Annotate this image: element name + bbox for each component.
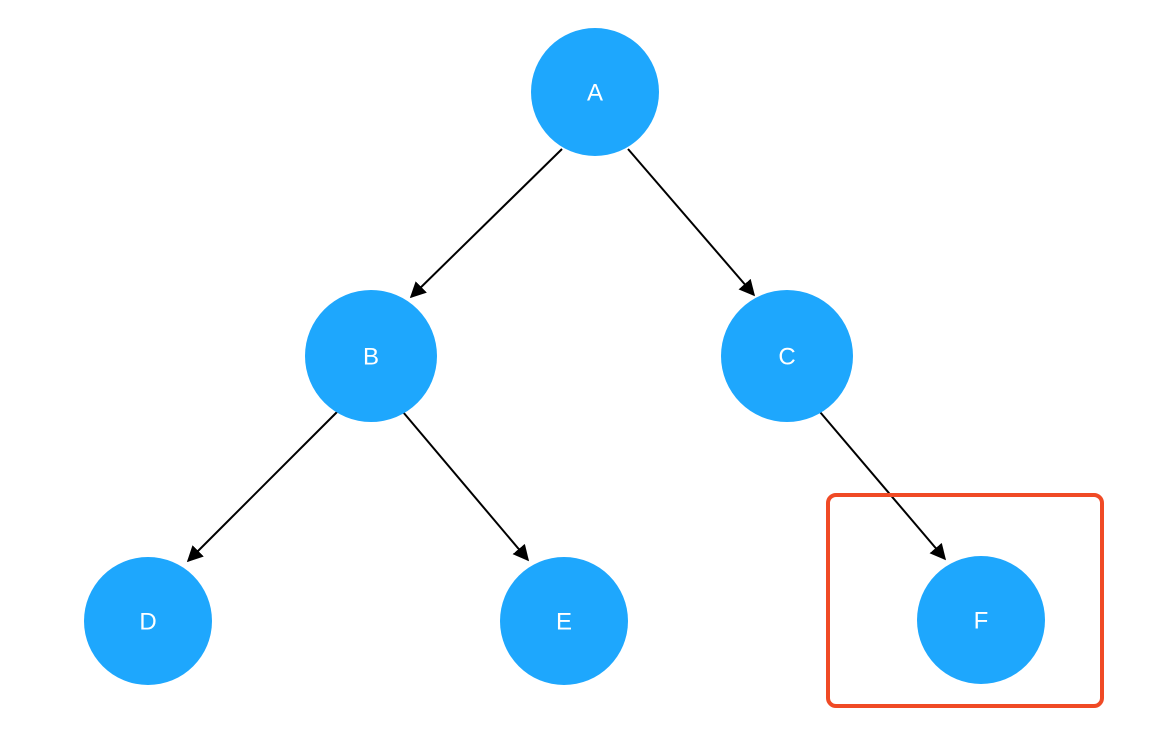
node-d-label: D [139, 609, 156, 636]
node-c-label: C [778, 344, 795, 371]
node-c[interactable]: C [721, 290, 853, 422]
node-e[interactable]: E [500, 557, 628, 685]
node-f[interactable]: F [917, 556, 1045, 684]
node-b[interactable]: B [305, 290, 437, 422]
node-e-label: E [556, 609, 572, 636]
node-d[interactable]: D [84, 557, 212, 685]
edge-b-e [402, 411, 530, 562]
edge-a-b [409, 148, 563, 299]
node-f-circle [917, 556, 1045, 684]
node-a[interactable]: A [531, 28, 659, 156]
edge-b-d [186, 411, 338, 563]
node-f-label: F [974, 608, 989, 635]
node-b-label: B [363, 344, 379, 371]
node-e-circle [500, 557, 628, 685]
node-c-circle [721, 290, 853, 422]
edge-c-f [819, 411, 947, 561]
node-a-label: A [587, 80, 603, 107]
node-d-circle [84, 557, 212, 685]
node-b-circle [305, 290, 437, 422]
node-a-circle [531, 28, 659, 156]
edge-a-c [627, 148, 756, 297]
nodes: A B C D E F [84, 28, 1045, 685]
highlight-box-f [826, 493, 1104, 708]
edges [186, 148, 947, 563]
